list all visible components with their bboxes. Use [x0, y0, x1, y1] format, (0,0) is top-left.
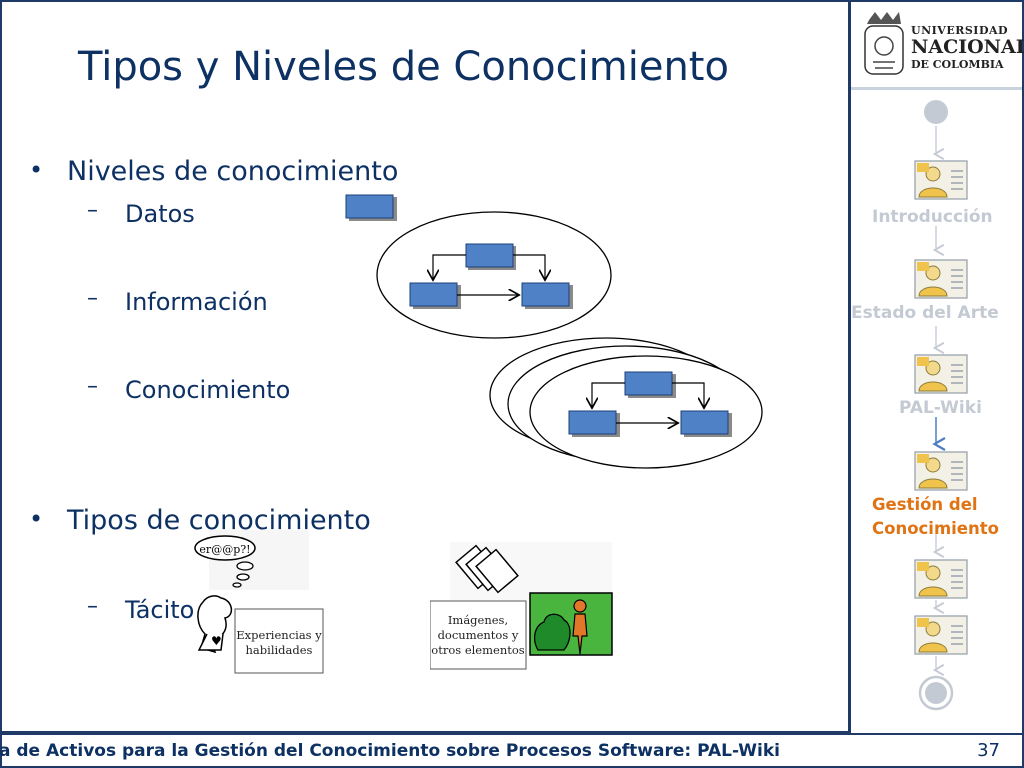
- explicit-caption-2: documentos y: [438, 628, 519, 642]
- page-number: 37: [977, 740, 1000, 761]
- nav-gestion-conocimiento[interactable]: Gestión del Conocimiento: [872, 493, 999, 541]
- subitem-text: Tácito: [125, 596, 195, 624]
- seal-icon: [864, 12, 904, 75]
- subitem-text: Datos: [125, 200, 195, 228]
- subitem-tacito: – Tácito: [87, 594, 195, 624]
- subitem-informacion: – Información: [87, 286, 268, 316]
- knowledge-ellipses: [489, 337, 763, 469]
- footer-title: a de Activos para la Gestión del Conocim…: [0, 741, 780, 761]
- bullet-text: Niveles de conocimiento: [67, 156, 399, 187]
- slide-title: Tipos y Niveles de Conocimiento: [78, 44, 729, 90]
- explicit-caption-1: Imágenes,: [448, 613, 508, 627]
- subitem-text: Conocimiento: [125, 376, 291, 404]
- dash: –: [87, 286, 98, 311]
- nav-label-line1: Gestión del: [872, 495, 978, 514]
- explicit-illustration: Imágenes, documentos y otros elementos: [430, 542, 613, 670]
- km-card-icon: [914, 451, 968, 491]
- tacit-caption-2: habilidades: [246, 643, 313, 657]
- svg-text:er@@p?!: er@@p?!: [199, 543, 250, 556]
- footer-bar: a de Activos para la Gestión del Conocim…: [0, 733, 1024, 768]
- explicit-caption-3: otros elementos: [431, 643, 524, 657]
- dash: –: [87, 594, 98, 619]
- subitem-conocimiento: – Conocimiento: [87, 374, 291, 404]
- dash: –: [87, 198, 98, 223]
- logo-line2: NACIONAL: [911, 36, 1024, 58]
- slide-area: Tipos y Niveles de Conocimiento • Nivele…: [0, 0, 851, 733]
- bullet-dot: •: [29, 156, 44, 184]
- nav-label-line2: Conocimiento: [872, 519, 999, 538]
- svg-text:♥: ♥: [211, 634, 222, 648]
- dash: –: [87, 374, 98, 399]
- navigation-flow: [914, 100, 968, 711]
- tacit-caption-1: Experiencias y: [236, 628, 322, 642]
- nav-introduccion[interactable]: Introducción: [872, 207, 993, 227]
- intro-card-icon: [914, 160, 968, 200]
- nav-pal-wiki[interactable]: PAL-Wiki: [899, 398, 982, 418]
- next2-card-icon: [914, 615, 968, 655]
- state-card-icon: [914, 259, 968, 299]
- subitem-datos: – Datos: [87, 198, 195, 228]
- bullet-niveles: • Niveles de conocimiento: [29, 156, 399, 187]
- university-logo: UNIVERSIDAD NACIONAL DE COLOMBIA: [851, 2, 1024, 90]
- start-node: [924, 100, 948, 124]
- tacit-illustration: er@@p?! ♥ Experiencias y habilidades: [194, 530, 324, 674]
- data-box: [345, 194, 397, 221]
- logo-line1: UNIVERSIDAD: [911, 24, 1009, 37]
- navigation-sidebar: UNIVERSIDAD NACIONAL DE COLOMBIA: [851, 0, 1024, 733]
- logo-line3: DE COLOMBIA: [911, 58, 1004, 71]
- subitem-text: Información: [125, 288, 268, 316]
- levels-diagram: [345, 194, 763, 469]
- information-ellipse: [376, 211, 612, 339]
- nav-estado-del-arte[interactable]: Estado del Arte: [851, 303, 999, 323]
- palwiki-card-icon: [914, 354, 968, 394]
- next-card-icon: [914, 559, 968, 599]
- bullet-dot: •: [29, 505, 44, 533]
